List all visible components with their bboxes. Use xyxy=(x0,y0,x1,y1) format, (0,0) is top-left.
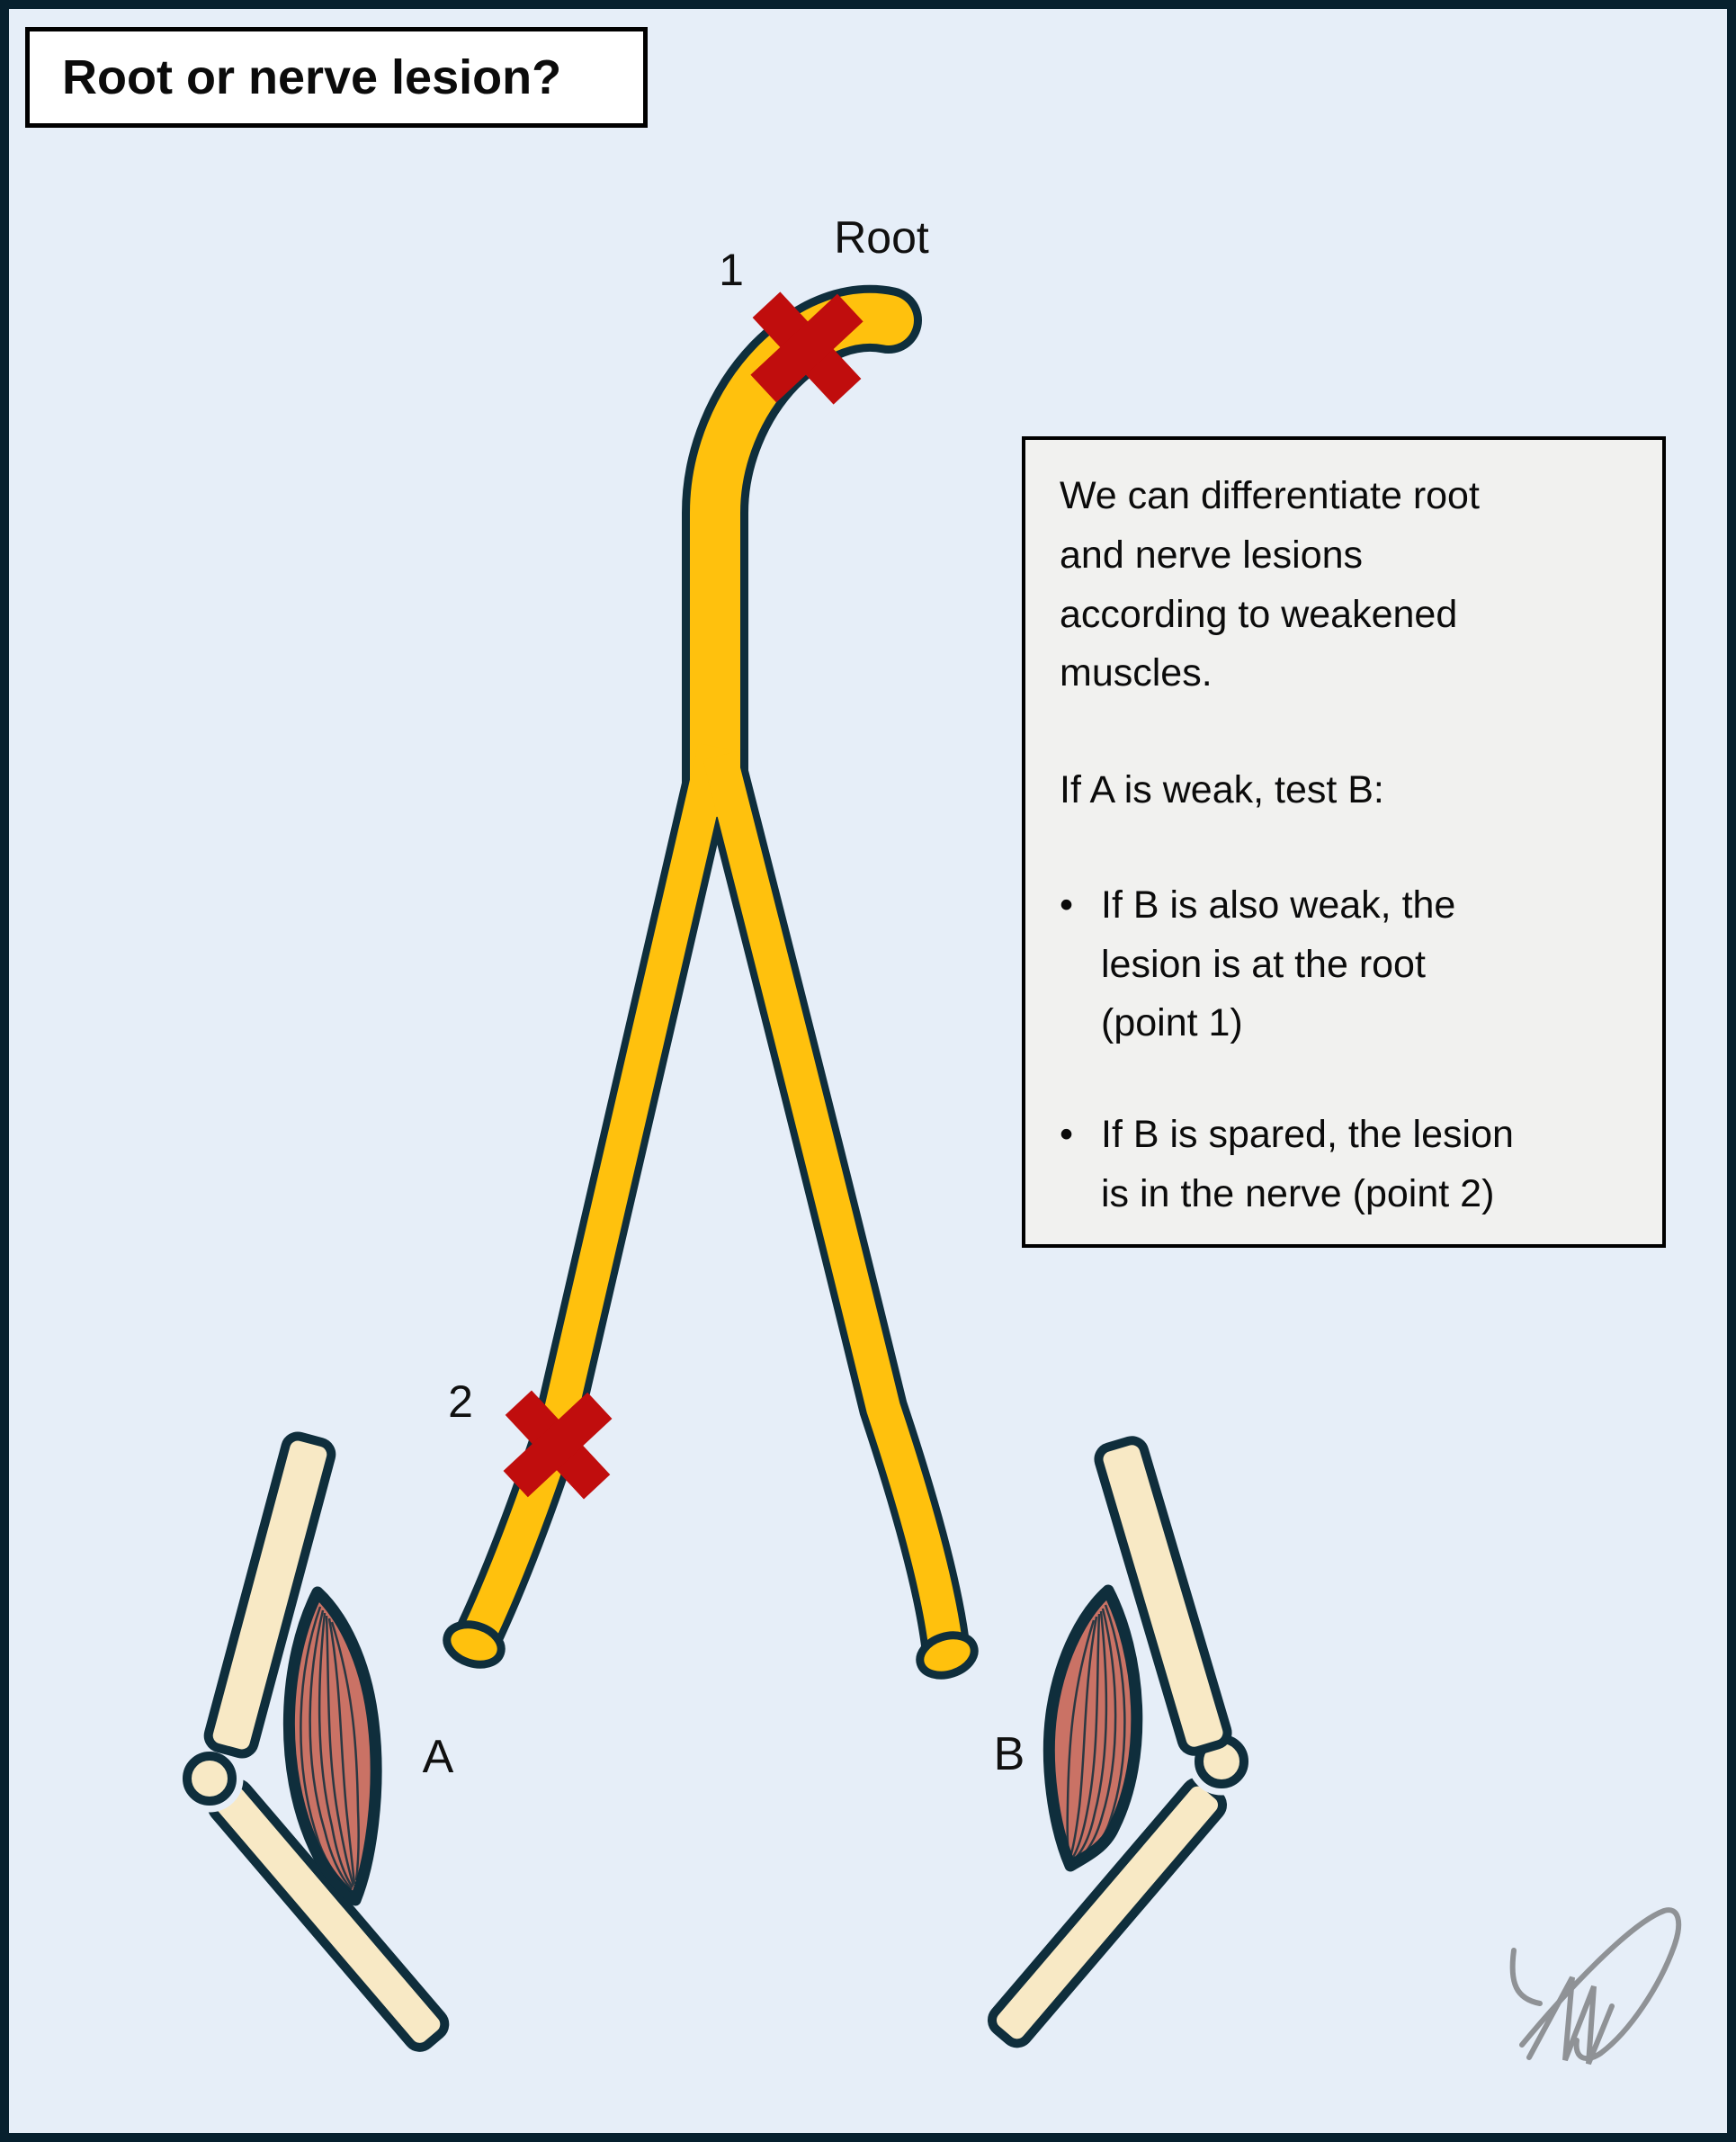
lesion-x-root-icon xyxy=(750,291,864,405)
muscle-b xyxy=(1042,1584,1143,1872)
muscle-b-fibers xyxy=(1066,1604,1126,1866)
signature-scribble-icon xyxy=(1509,1907,1682,2066)
bone-b-upper xyxy=(1094,1436,1232,1756)
label-root: Root xyxy=(834,212,929,263)
joint-a-gap xyxy=(175,1744,244,1813)
muscle-a-fibers xyxy=(300,1606,360,1892)
bullet-item-nerve: • If B is spared, the lesion is in the n… xyxy=(1060,1106,1628,1224)
nerve-right-tip-cap xyxy=(916,1631,979,1680)
nerve-left-tip-cap xyxy=(443,1620,506,1669)
bullet-item-root: • If B is also weak, the lesion is at th… xyxy=(1060,876,1628,1053)
label-point-2: 2 xyxy=(448,1376,473,1427)
label-point-1: 1 xyxy=(719,245,744,295)
label-muscle-a: A xyxy=(422,1731,454,1783)
limb-b xyxy=(987,1436,1256,2048)
lesion-x-nerve-icon xyxy=(503,1390,613,1500)
title-box: Root or nerve lesion? xyxy=(25,27,648,128)
bullet-text-root: If B is also weak, the lesion is at the … xyxy=(1101,883,1456,1045)
nerve-branch-right xyxy=(702,751,963,1654)
info-paragraph-2: If A is weak, test B: xyxy=(1060,768,1384,812)
info-box: We can differentiate root and nerve lesi… xyxy=(1022,436,1666,1248)
bullet-text-nerve: If B is spared, the lesion is in the ner… xyxy=(1101,1113,1514,1216)
page-title: Root or nerve lesion? xyxy=(62,50,562,104)
bone-a-upper xyxy=(203,1431,336,1759)
bullet-marker: • xyxy=(1060,1113,1074,1157)
limb-a xyxy=(175,1431,450,2052)
muscle-a xyxy=(282,1586,382,1906)
bullet-marker: • xyxy=(1060,883,1074,927)
nerve-branch-left xyxy=(461,742,732,1647)
info-paragraph-1: We can differentiate root and nerve lesi… xyxy=(1060,474,1480,695)
label-muscle-b: B xyxy=(993,1728,1025,1780)
joint-a xyxy=(183,1752,237,1806)
